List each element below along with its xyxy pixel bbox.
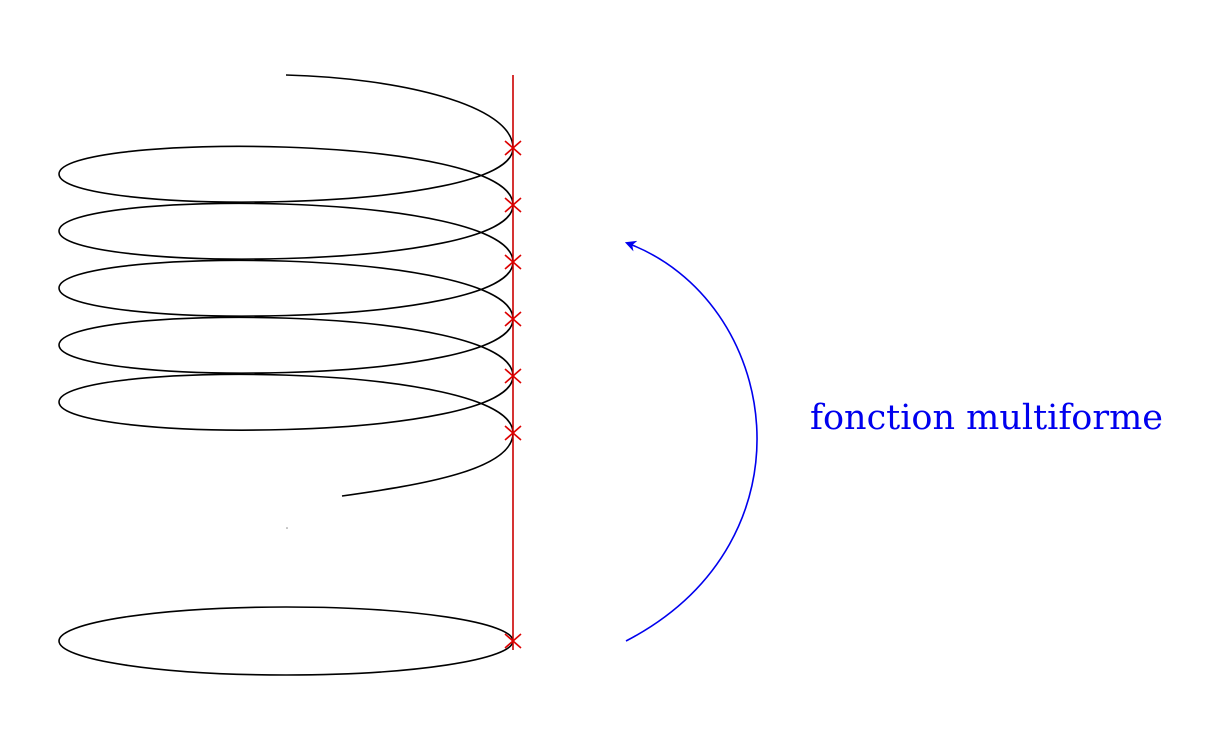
marker-x-2 xyxy=(504,197,522,213)
axis-markers xyxy=(504,140,522,649)
marker-x-3 xyxy=(504,254,522,270)
marker-x-1 xyxy=(504,140,522,156)
helix-curve xyxy=(58,74,514,497)
marker-x-4 xyxy=(504,311,522,327)
marker-x-5 xyxy=(504,368,522,384)
small-dot xyxy=(286,527,288,529)
mapping-arrow xyxy=(624,240,758,642)
base-ellipse xyxy=(58,606,514,676)
marker-x-6 xyxy=(504,425,522,441)
arrow-label: fonction multiforme xyxy=(810,398,1163,438)
marker-x-7 xyxy=(504,633,522,649)
